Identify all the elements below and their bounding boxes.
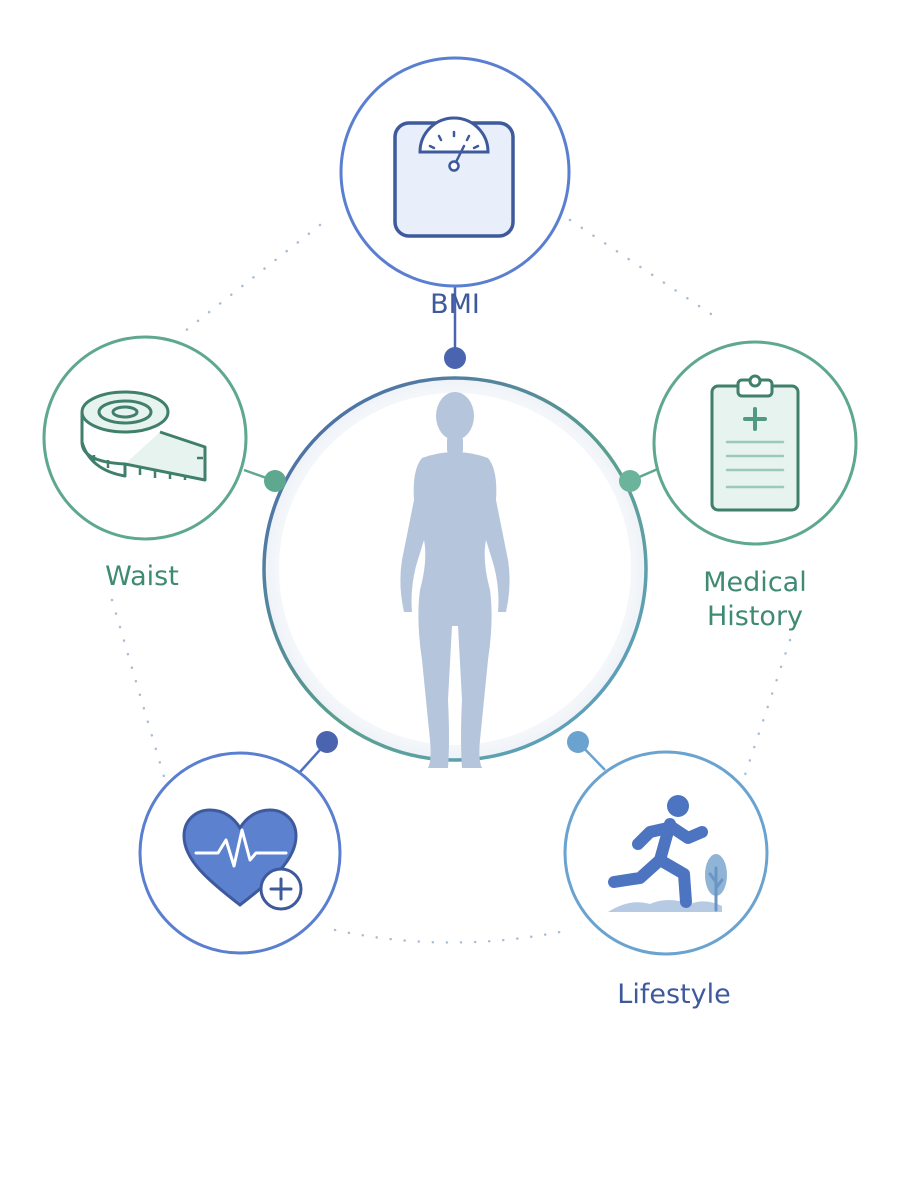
heart-health-node[interactable]	[138, 751, 342, 955]
ring-node-dots	[264, 347, 641, 753]
heart-pulse-icon	[182, 808, 303, 911]
bmi-node-dot[interactable]	[444, 347, 466, 369]
clipboard-icon	[710, 374, 800, 512]
lifestyle-label: Lifestyle	[617, 979, 730, 1010]
medical-history-label-line1: Medical	[703, 567, 806, 598]
outer-dotted-ring	[110, 218, 792, 944]
heart-node-dot[interactable]	[316, 731, 338, 753]
medical-history-node[interactable]: Medical History	[652, 340, 858, 632]
tape-measure-icon	[80, 390, 207, 482]
bmi-label: BMI	[430, 289, 480, 320]
waist-node-dot[interactable]	[264, 470, 286, 492]
waist-node[interactable]: Waist	[42, 335, 248, 592]
human-silhouette-icon	[400, 392, 510, 768]
medical-node-dot[interactable]	[619, 470, 641, 492]
lifestyle-node[interactable]: Lifestyle	[563, 750, 769, 1010]
lifestyle-node-dot[interactable]	[567, 731, 589, 753]
waist-label: Waist	[105, 561, 179, 592]
runner-icon	[608, 795, 727, 912]
medical-history-label-line2: History	[707, 601, 803, 632]
bmi-node[interactable]: BMI	[339, 56, 571, 320]
scale-icon	[393, 116, 515, 238]
